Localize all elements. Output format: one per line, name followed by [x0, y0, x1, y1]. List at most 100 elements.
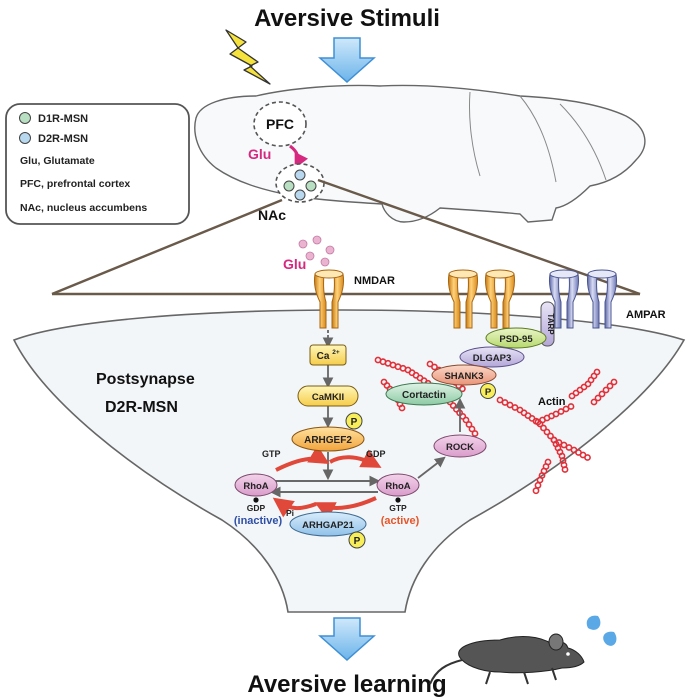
actin-bead: [462, 416, 470, 424]
actin-bead: [501, 399, 509, 406]
dlgap3-node: DLGAP3: [459, 346, 525, 368]
postsynapse-body: [12, 309, 686, 613]
p-label-3: P: [485, 387, 492, 398]
actin-bead: [458, 385, 466, 393]
actin-bead: [552, 410, 560, 418]
camkii-node: CaMKII: [297, 385, 359, 407]
actin-bead: [602, 386, 610, 394]
bottom-title: Aversive learning: [247, 671, 446, 698]
actin-bead: [540, 424, 547, 432]
rock-label: ROCK: [446, 442, 474, 453]
actin-bead: [598, 390, 606, 398]
ca-node: Ca 2+: [309, 344, 347, 366]
d1r-dot-icon: [19, 112, 31, 124]
legend-nac: NAc, nucleus accumbens: [20, 202, 147, 214]
actin-bead: [593, 368, 601, 376]
actin-bead: [560, 441, 568, 449]
inactive-label: (inactive): [234, 515, 283, 527]
actin-bead: [471, 430, 479, 437]
ca-charge: 2+: [332, 349, 340, 356]
actin-bead: [567, 403, 575, 410]
actin-bead: [536, 476, 544, 484]
shank3-node: SHANK3: [431, 364, 497, 386]
actin-bead: [547, 432, 554, 440]
arhgef2-phospho: P: [345, 412, 363, 430]
actin-bead: [465, 421, 473, 428]
down-arrow-icon: [318, 617, 376, 662]
tarp-label: TARP: [546, 313, 555, 335]
postsynapse-label: Postsynapse: [96, 371, 195, 388]
arhgap21-phospho: P: [348, 531, 366, 549]
lightning-icon: [225, 29, 271, 85]
zoom-line-left: [51, 198, 283, 296]
cortactin-label: Cortactin: [402, 390, 446, 401]
d2r-msn-label: D2R-MSN: [105, 399, 178, 416]
arhgef2-node: ARHGEF2: [291, 426, 365, 452]
actin-bead: [532, 487, 540, 495]
actin-bead: [565, 444, 573, 451]
actin-bead: [550, 436, 558, 444]
gtp-label-right: GTP: [389, 503, 407, 513]
psd95-label: PSD-95: [499, 334, 533, 345]
zoom-line-right: [317, 178, 641, 296]
actin-bead: [594, 394, 602, 402]
actin-bead: [426, 360, 434, 368]
arhgef2-label: ARHGEF2: [304, 435, 352, 446]
rhoa-active-node: RhoA: [376, 473, 420, 497]
rock-node: ROCK: [433, 434, 487, 458]
p-label: P: [351, 417, 358, 428]
legend-pfc: PFC, prefrontal cortex: [20, 178, 130, 190]
pi-label: Pi: [286, 508, 294, 518]
nac-label: NAc: [258, 207, 286, 223]
brain-glu-label: Glu: [248, 146, 271, 162]
actin-bead: [584, 454, 591, 461]
actin-filaments: [374, 356, 618, 495]
glu-projection-arrow: [289, 144, 309, 169]
actin-label: Actin: [538, 396, 566, 408]
actin-bead: [555, 439, 563, 446]
actin-bead: [543, 428, 551, 436]
camkii-label: CaMKII: [312, 392, 344, 403]
actin-bead: [606, 382, 614, 390]
rhoa-inactive-node: RhoA: [234, 473, 278, 497]
actin-bead: [506, 401, 514, 409]
arhgap21-label: ARHGAP21: [302, 520, 354, 531]
pfc-label: PFC: [266, 116, 294, 132]
gdp-label-right: GDP: [366, 449, 386, 459]
gtp-label-left: GTP: [262, 449, 281, 459]
legend-d1r: D1R-MSN: [38, 113, 88, 125]
gdp-label-left: GDP: [247, 503, 266, 513]
top-title: Aversive Stimuli: [254, 5, 440, 32]
rhoa-active-label: RhoA: [385, 481, 410, 492]
nmdar-label: NMDAR: [354, 275, 395, 287]
actin-bead: [398, 404, 406, 412]
shank3-phospho: P: [480, 383, 496, 399]
shank3-label: SHANK3: [444, 371, 483, 382]
pfc-region: [253, 101, 307, 147]
actin-bead: [496, 396, 504, 404]
active-label: (active): [381, 515, 420, 527]
p-label-2: P: [354, 536, 361, 547]
ca-label: Ca: [317, 351, 330, 362]
glu-molecules: [298, 235, 335, 267]
actin-bead: [511, 404, 519, 411]
arhgap21-node: ARHGAP21: [289, 511, 367, 537]
legend-box: D1R-MSN D2R-MSN Glu, Glutamate PFC, pref…: [5, 103, 190, 225]
synapse-glu-label: Glu: [283, 256, 306, 272]
actin-bead: [557, 408, 565, 415]
sweat-drops-icon: [586, 615, 617, 646]
cortactin-node: Cortactin: [385, 382, 463, 406]
legend-glu: Glu, Glutamate: [20, 155, 95, 167]
actin-bead: [534, 481, 542, 489]
d2r-dot-icon: [19, 132, 31, 144]
actin-bead: [468, 425, 476, 433]
actin-bead: [431, 363, 438, 371]
rhoa-inactive-label: RhoA: [243, 481, 268, 492]
actin-bead: [590, 398, 598, 406]
mouse-icon: [429, 633, 585, 685]
brain-illustration: PFC Glu NAc: [194, 84, 646, 223]
actin-bead: [610, 378, 618, 386]
down-arrow-icon: [318, 37, 376, 84]
actin-bead: [562, 405, 570, 413]
